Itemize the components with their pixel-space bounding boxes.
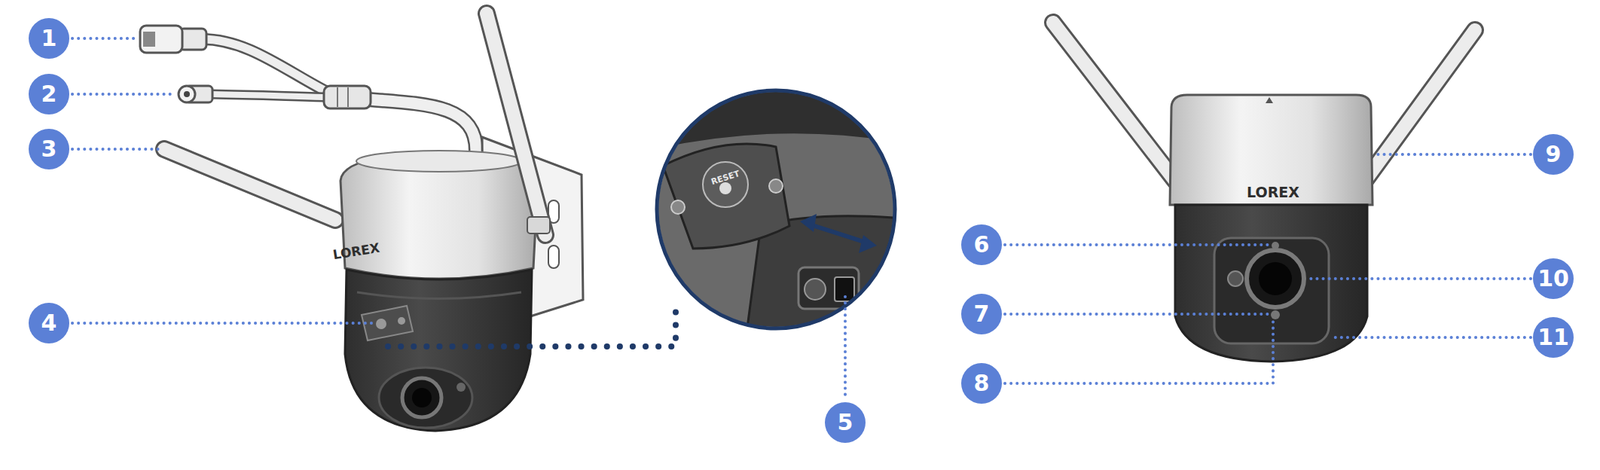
- leader-line: [1375, 152, 1531, 156]
- cover-circle: [702, 161, 749, 208]
- lens-center: [1258, 262, 1292, 296]
- antenna: [486, 13, 546, 236]
- zoom-content: [647, 82, 904, 339]
- callout-number: 9: [1545, 143, 1562, 166]
- cover-screw: [671, 200, 685, 214]
- arrow-head: [858, 235, 877, 254]
- callout-circle: [28, 73, 70, 115]
- callout-circle: [961, 293, 1002, 335]
- cover-dot: [719, 182, 732, 195]
- brand-logo: LOREX: [332, 241, 381, 263]
- callout-number: 3: [41, 137, 58, 161]
- zoom-shadow: [647, 82, 904, 151]
- splitter-ridge: [347, 87, 349, 107]
- main-cable: [367, 99, 477, 151]
- cable-splitter: [323, 85, 371, 109]
- callout-circle: [28, 18, 70, 59]
- reset-hole: [804, 278, 826, 300]
- lower-dome: [345, 269, 532, 431]
- lens-panel: [378, 367, 473, 428]
- lens: [402, 378, 442, 418]
- antenna: [164, 149, 336, 220]
- zoom-housing: [647, 82, 904, 339]
- led: [456, 382, 466, 392]
- callout-circle: [1532, 134, 1574, 175]
- antenna: [1364, 30, 1475, 181]
- reset-cover: [361, 305, 413, 341]
- reset-button: [375, 318, 387, 330]
- callout-number: 10: [1537, 267, 1570, 291]
- cover-screw: [769, 179, 783, 193]
- splitter-ridge: [336, 87, 339, 107]
- callout-number: 5: [837, 411, 854, 434]
- leader-line: [72, 147, 160, 151]
- leader-line: [1004, 243, 1271, 247]
- leader-line: [843, 296, 847, 400]
- zoom-detail: [647, 82, 904, 339]
- antenna-mount: [527, 216, 550, 234]
- led: [1270, 310, 1280, 320]
- leader-line: [1004, 312, 1271, 316]
- power-cable: [210, 94, 328, 98]
- callout-number: 2: [41, 82, 58, 106]
- callout-circle: [28, 302, 70, 344]
- leader-line: [72, 321, 374, 325]
- brand-logo: LOREX: [1246, 185, 1300, 200]
- leader-line: [1004, 320, 1274, 384]
- leader-line: [72, 36, 136, 40]
- network-port: [143, 31, 156, 47]
- main-cable: [367, 99, 477, 151]
- antenna: [486, 13, 546, 236]
- alignment-mark: [1265, 97, 1274, 104]
- callout-circle: [961, 363, 1002, 404]
- light-sensor: [1227, 271, 1243, 287]
- left-camera: [140, 13, 584, 431]
- antenna: [1053, 22, 1176, 181]
- housing-top: [356, 150, 523, 172]
- upper-housing: [1169, 94, 1373, 205]
- detail-link: [387, 307, 676, 347]
- spotlight: [1271, 241, 1280, 250]
- arrow-head: [800, 213, 817, 233]
- callout-number: 7: [974, 302, 990, 326]
- network-cable: [201, 39, 332, 95]
- network-cable: [201, 39, 332, 95]
- dome-seam: [357, 292, 522, 300]
- lens-panel: [1214, 238, 1329, 344]
- antenna: [1053, 22, 1176, 181]
- callout-number: 8: [974, 372, 990, 395]
- callout-circles: [28, 18, 1574, 443]
- callout-circle: [28, 128, 70, 170]
- lower-dome: [1175, 204, 1368, 362]
- leader-line: [72, 92, 175, 96]
- antenna: [1364, 30, 1475, 181]
- button-label: RESET: [710, 169, 741, 187]
- lens-center: [412, 387, 432, 408]
- callout-number: 11: [1537, 326, 1570, 349]
- leader-lines: [72, 38, 1531, 400]
- right-camera: [1053, 22, 1475, 362]
- reset-cover: [662, 143, 790, 249]
- callout-circle: [1532, 258, 1574, 300]
- power-cable: [210, 94, 328, 98]
- callout-number: 1: [41, 27, 58, 50]
- antenna: [164, 149, 336, 220]
- callout-circle: [824, 402, 866, 443]
- leader-line: [1306, 277, 1531, 281]
- bracket-hole: [548, 245, 559, 269]
- network-connector: [140, 25, 183, 53]
- callout-circle: [961, 224, 1002, 266]
- zoom-border: [656, 90, 895, 329]
- leader-line: [1334, 335, 1531, 339]
- callout-circle: [1532, 317, 1574, 358]
- lens: [1246, 250, 1304, 308]
- power-pin: [183, 91, 190, 98]
- callout-number: 6: [974, 233, 990, 257]
- power-connector: [178, 85, 196, 103]
- slide-arrow: [809, 224, 867, 243]
- cover-screw: [397, 317, 406, 325]
- callout-number: 4: [41, 311, 58, 335]
